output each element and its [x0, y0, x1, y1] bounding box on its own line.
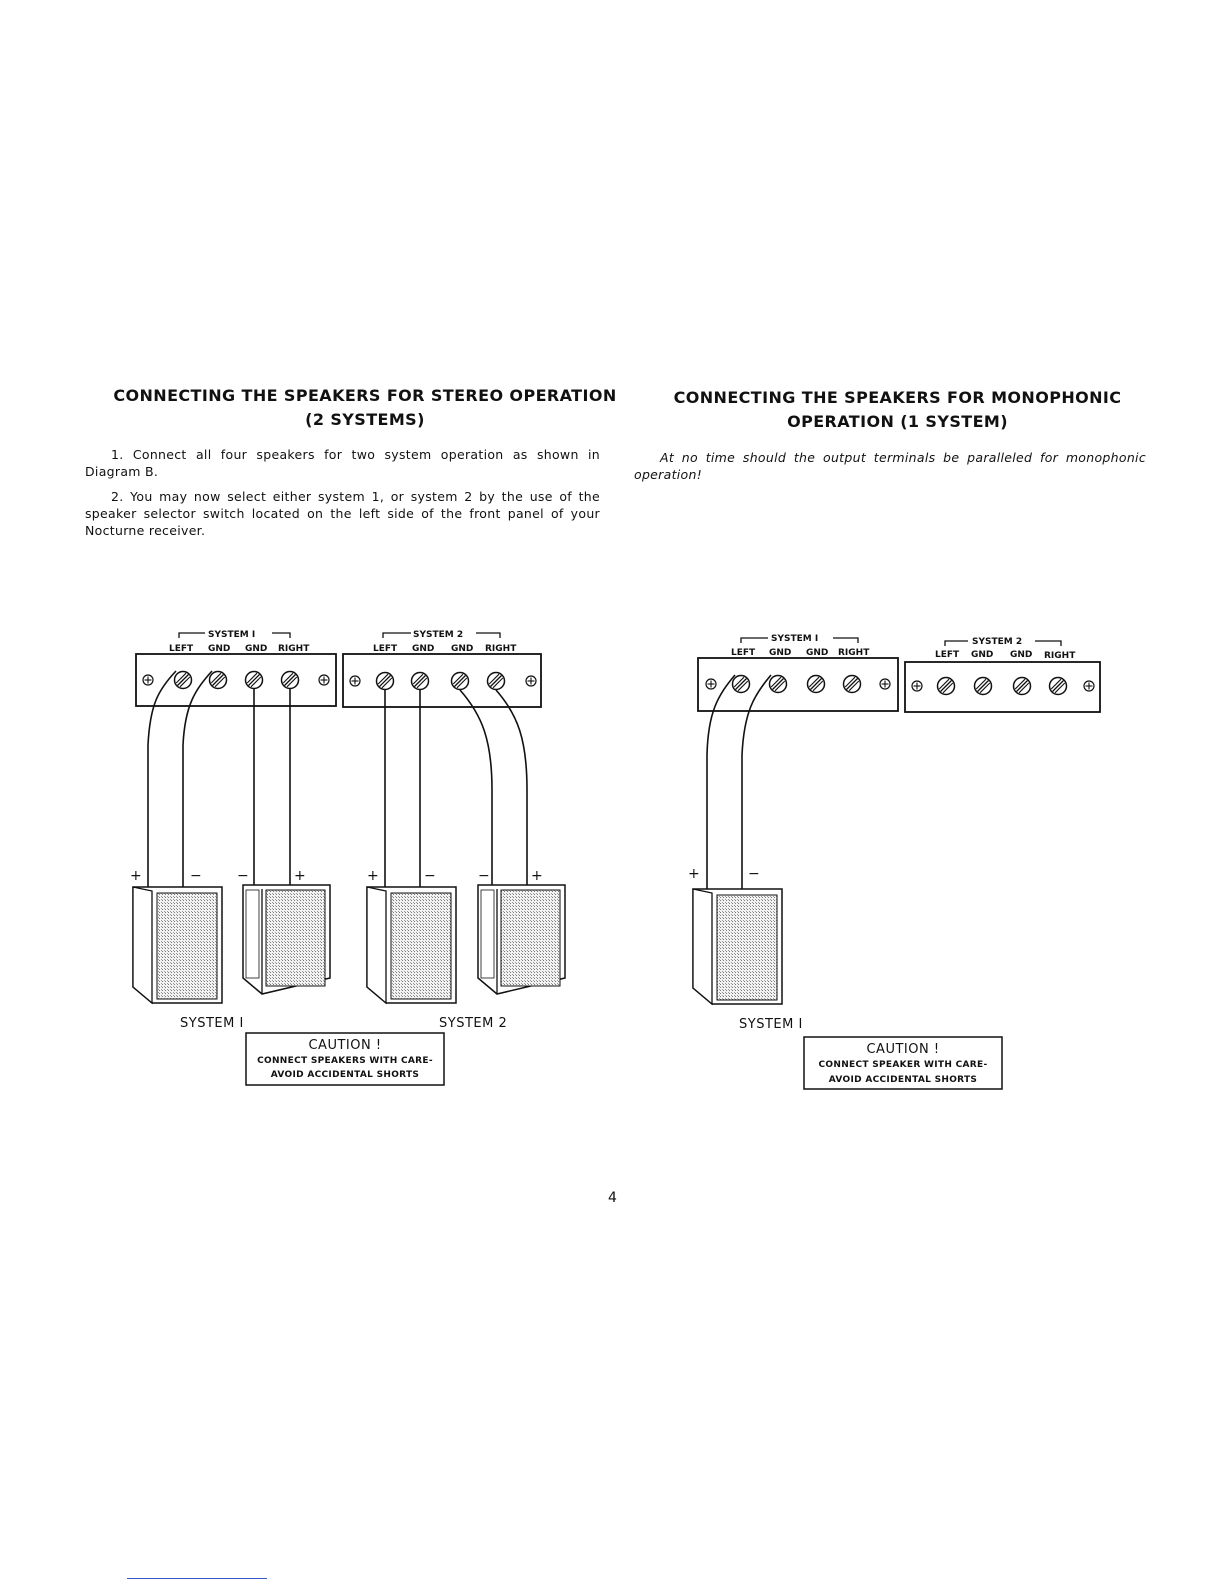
- right-terminal-strip-2: [904, 661, 1101, 713]
- left-caution-title: CAUTION !: [308, 1038, 381, 1053]
- left-system1-header: SYSTEM I: [178, 630, 291, 640]
- left-s1-mount-right-icon: [318, 674, 330, 686]
- right-caution-box: CAUTION ! CONNECT SPEAKER WITH CARE- AVO…: [803, 1036, 1003, 1090]
- left-s1-mount-left-icon: [142, 674, 154, 686]
- right-s2-screw-gnd1-icon: [973, 676, 993, 696]
- left-system2-header: SYSTEM 2: [382, 630, 501, 640]
- left-s2r-plus: +: [531, 868, 543, 884]
- right-instructions: At no time should the output terminals b…: [634, 449, 1146, 491]
- left-s1r-minus: −: [237, 868, 249, 884]
- left-s2-label-gnd1: GND: [412, 644, 434, 654]
- right-terminal-strip-1: [697, 657, 899, 712]
- left-system1-header-text: SYSTEM I: [208, 630, 255, 640]
- left-speaker-3-icon: [366, 886, 457, 1005]
- left-system1-caption: SYSTEM I: [180, 1016, 244, 1031]
- right-s1-screw-left-icon: [731, 674, 751, 694]
- left-s1-plus: +: [130, 868, 142, 884]
- left-s2-plus: +: [367, 868, 379, 884]
- left-title-line2: (2 SYSTEMS): [305, 410, 425, 429]
- left-s2-mount-left-icon: [349, 675, 361, 687]
- right-speaker-1-icon: [692, 888, 783, 1006]
- right-s2-screw-right-icon: [1048, 676, 1068, 696]
- left-s2-label-left: LEFT: [373, 644, 398, 654]
- left-system2-header-text: SYSTEM 2: [413, 630, 463, 640]
- left-speaker-2-icon: [242, 884, 331, 995]
- right-s1-label-right: RIGHT: [838, 648, 870, 658]
- left-s1-screw-gnd2-icon: [244, 670, 264, 690]
- left-s1-screw-gnd1-icon: [208, 670, 228, 690]
- right-system1-header: SYSTEM I: [740, 634, 859, 644]
- right-s2-mount-right-icon: [1083, 680, 1095, 692]
- right-s1-label-gnd1: GND: [769, 648, 791, 658]
- left-s2-label-gnd2: GND: [451, 644, 473, 654]
- right-s2-screw-left-icon: [936, 676, 956, 696]
- right-s1-mount-right-icon: [879, 678, 891, 690]
- left-section-title: CONNECTING THE SPEAKERS FOR STEREO OPERA…: [85, 384, 645, 432]
- right-system1-header-text: SYSTEM I: [771, 634, 818, 644]
- left-s2r-minus: −: [478, 868, 490, 884]
- left-title-line1: CONNECTING THE SPEAKERS FOR STEREO OPERA…: [113, 386, 617, 405]
- right-title-line1: CONNECTING THE SPEAKERS FOR MONOPHONIC: [673, 388, 1122, 407]
- right-system1-caption: SYSTEM I: [739, 1017, 803, 1032]
- left-s1-screw-right-icon: [280, 670, 300, 690]
- left-wiring-diagram: SYSTEM I SYSTEM 2 LEFT GND GND RIGHT LEF…: [130, 630, 566, 1086]
- right-s1-screw-gnd2-icon: [806, 674, 826, 694]
- left-speaker-1-icon: [132, 886, 223, 1005]
- left-system2-caption: SYSTEM 2: [439, 1016, 507, 1031]
- right-s1-plus: +: [688, 866, 700, 882]
- left-caution-box: CAUTION ! CONNECT SPEAKERS WITH CARE- AV…: [245, 1032, 445, 1086]
- footer-rule: [127, 1578, 267, 1579]
- left-terminal-strip-2: [342, 653, 542, 708]
- left-s2-screw-gnd2-icon: [450, 671, 470, 691]
- left-s1-screw-left-icon: [173, 670, 193, 690]
- right-s2-label-right: RIGHT: [1044, 651, 1076, 661]
- right-s2-label-left: LEFT: [935, 650, 960, 660]
- left-terminal-strip-1: [135, 653, 337, 707]
- right-system2-header: SYSTEM 2: [944, 637, 1062, 647]
- right-title-line2: OPERATION (1 SYSTEM): [787, 412, 1008, 431]
- left-instructions: 1. Connect all four speakers for two sys…: [85, 446, 600, 547]
- right-s1-mount-left-icon: [705, 678, 717, 690]
- left-s2-minus: −: [424, 868, 436, 884]
- right-section-title: CONNECTING THE SPEAKERS FOR MONOPHONIC O…: [620, 386, 1175, 434]
- left-s1-label-gnd1: GND: [208, 644, 230, 654]
- left-para-1: 1. Connect all four speakers for two sys…: [85, 447, 600, 479]
- right-caution-line1: CONNECT SPEAKER WITH CARE-: [819, 1060, 988, 1070]
- left-s2-mount-right-icon: [525, 675, 537, 687]
- left-caution-line1: CONNECT SPEAKERS WITH CARE-: [257, 1056, 433, 1066]
- right-s1-minus: −: [748, 866, 760, 882]
- left-s2-screw-right-icon: [486, 671, 506, 691]
- right-s2-label-gnd2: GND: [1010, 650, 1032, 660]
- left-speaker-4-icon: [477, 884, 566, 995]
- right-wiring-diagram: SYSTEM I SYSTEM 2 LEFT GND GND RIGHT LEF…: [688, 634, 1101, 1090]
- right-s1-label-left: LEFT: [731, 648, 756, 658]
- left-para-2: 2. You may now select either system 1, o…: [85, 489, 600, 538]
- right-speaker-wires: [706, 674, 772, 890]
- left-caution-line2: AVOID ACCIDENTAL SHORTS: [271, 1070, 419, 1080]
- page-number: 4: [608, 1190, 617, 1206]
- right-s2-screw-gnd2-icon: [1012, 676, 1032, 696]
- left-s1-minus: −: [190, 868, 202, 884]
- left-s1-label-gnd2: GND: [245, 644, 267, 654]
- left-s2-screw-gnd1-icon: [410, 671, 430, 691]
- left-s1r-plus: +: [294, 868, 306, 884]
- right-s1-label-gnd2: GND: [806, 648, 828, 658]
- left-s2-label-right: RIGHT: [485, 644, 517, 654]
- right-system2-header-text: SYSTEM 2: [972, 637, 1022, 647]
- left-s1-label-left: LEFT: [169, 644, 194, 654]
- right-s2-label-gnd1: GND: [971, 650, 993, 660]
- left-s1-label-right: RIGHT: [278, 644, 310, 654]
- right-para-1: At no time should the output terminals b…: [634, 450, 1146, 482]
- left-s2-screw-left-icon: [375, 671, 395, 691]
- left-speaker-wires: [147, 670, 528, 888]
- right-s1-screw-right-icon: [842, 674, 862, 694]
- right-s1-screw-gnd1-icon: [768, 674, 788, 694]
- right-caution-line2: AVOID ACCIDENTAL SHORTS: [829, 1075, 977, 1085]
- right-s2-mount-left-icon: [911, 680, 923, 692]
- right-caution-title: CAUTION !: [866, 1042, 939, 1057]
